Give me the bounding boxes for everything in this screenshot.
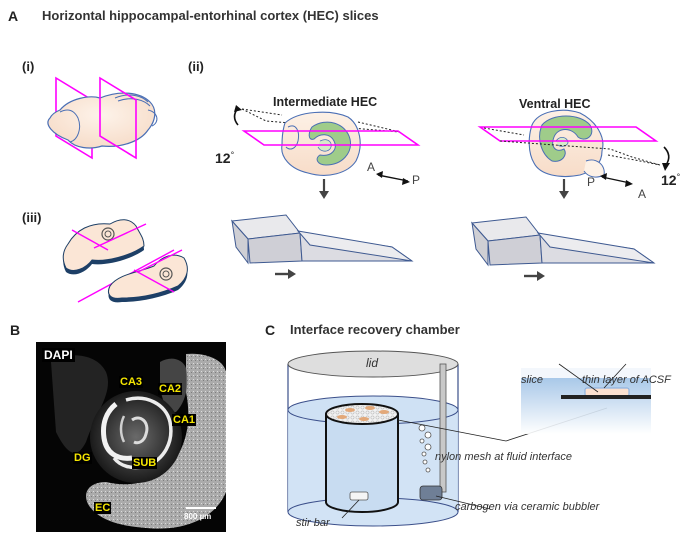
panel-a-title: Horizontal hippocampal-entorhinal cortex… [42, 8, 379, 23]
region-label-ca2: CA2 [158, 383, 183, 395]
scale-bar-label: 800 µm [184, 512, 212, 521]
pyramidal-layer [112, 396, 173, 470]
panel-c-letter: C [265, 322, 276, 338]
ventral-axis-p: P [587, 175, 596, 189]
degree-symbol: ° [230, 150, 235, 160]
dapi-micrograph: DAPI CA3 CA2 CA1 DG SUB EC 800 µm [36, 342, 226, 532]
acsf-inset [521, 378, 651, 434]
scale-bar [186, 507, 216, 509]
acsf-label: thin layer of ACSF [582, 374, 671, 386]
intermediate-angle-label: 12° [215, 150, 234, 166]
granule-layer [101, 402, 133, 461]
angle-value: 12 [215, 150, 231, 166]
intermediate-axis-p: P [412, 173, 421, 187]
panel-a-letter: A [8, 8, 19, 24]
rotation-arrow-icon [663, 146, 670, 166]
right-arrow-icon [288, 269, 296, 279]
down-arrow-icon [319, 191, 329, 199]
region-label-ca1: CA1 [172, 414, 197, 426]
tilted-plane-edge [241, 108, 283, 116]
cutting-plane [241, 130, 421, 146]
nylon-mesh-label: nylon mesh at fluid interface [435, 451, 572, 463]
down-arrow-icon [559, 191, 569, 199]
panel-c-title: Interface recovery chamber [290, 322, 460, 337]
stir-bar-label: stir bar [296, 517, 330, 529]
subpanel-iii-label: (iii) [22, 210, 42, 225]
degree-symbol: ° [676, 172, 681, 182]
bubbler-label: carbogen via ceramic bubbler [455, 501, 600, 513]
cutting-plane-posterior [99, 76, 137, 160]
hippocampus-region [308, 121, 351, 166]
stir-bar [349, 491, 369, 501]
ventral-hec-illustration [470, 109, 670, 281]
axis-arrow-icon [601, 176, 631, 184]
angle-value: 12 [661, 172, 677, 188]
intermediate-hec-illustration [230, 105, 421, 279]
region-label-dg: DG [73, 452, 92, 464]
subpanel-i-label: (i) [22, 59, 35, 74]
intermediate-hec-title: Intermediate HEC [273, 95, 378, 109]
hec-slices-illustration [62, 219, 188, 303]
cutting-plane [477, 126, 659, 142]
ventral-angle-label: 12° [661, 172, 680, 188]
recovery-chamber-illustration [287, 350, 651, 527]
lid-label: lid [366, 356, 379, 370]
region-label-ec: EC [94, 502, 112, 514]
cortex-band [86, 353, 226, 529]
nylon-mesh [325, 403, 399, 425]
ventral-axis-a: A [638, 187, 647, 201]
dapi-label: DAPI [42, 348, 75, 362]
ventral-hec-title: Ventral HEC [519, 97, 591, 111]
region-label-sub: SUB [132, 457, 158, 469]
region-label-ca3: CA3 [119, 376, 144, 388]
panel-b-letter: B [10, 322, 21, 338]
inset-mesh [561, 395, 651, 399]
tilted-plane-edge [483, 127, 525, 136]
slice-label: slice [521, 374, 544, 386]
brain-shape [47, 92, 156, 149]
inset-slice [584, 387, 630, 397]
intermediate-axis-a: A [367, 160, 376, 174]
right-arrow-icon [537, 271, 545, 281]
brain-with-planes-illustration [47, 76, 158, 160]
subpanel-ii-label: (ii) [188, 59, 204, 74]
ceramic-bubbler [419, 485, 443, 501]
hippocampus-image [51, 353, 226, 529]
lid [287, 350, 459, 378]
